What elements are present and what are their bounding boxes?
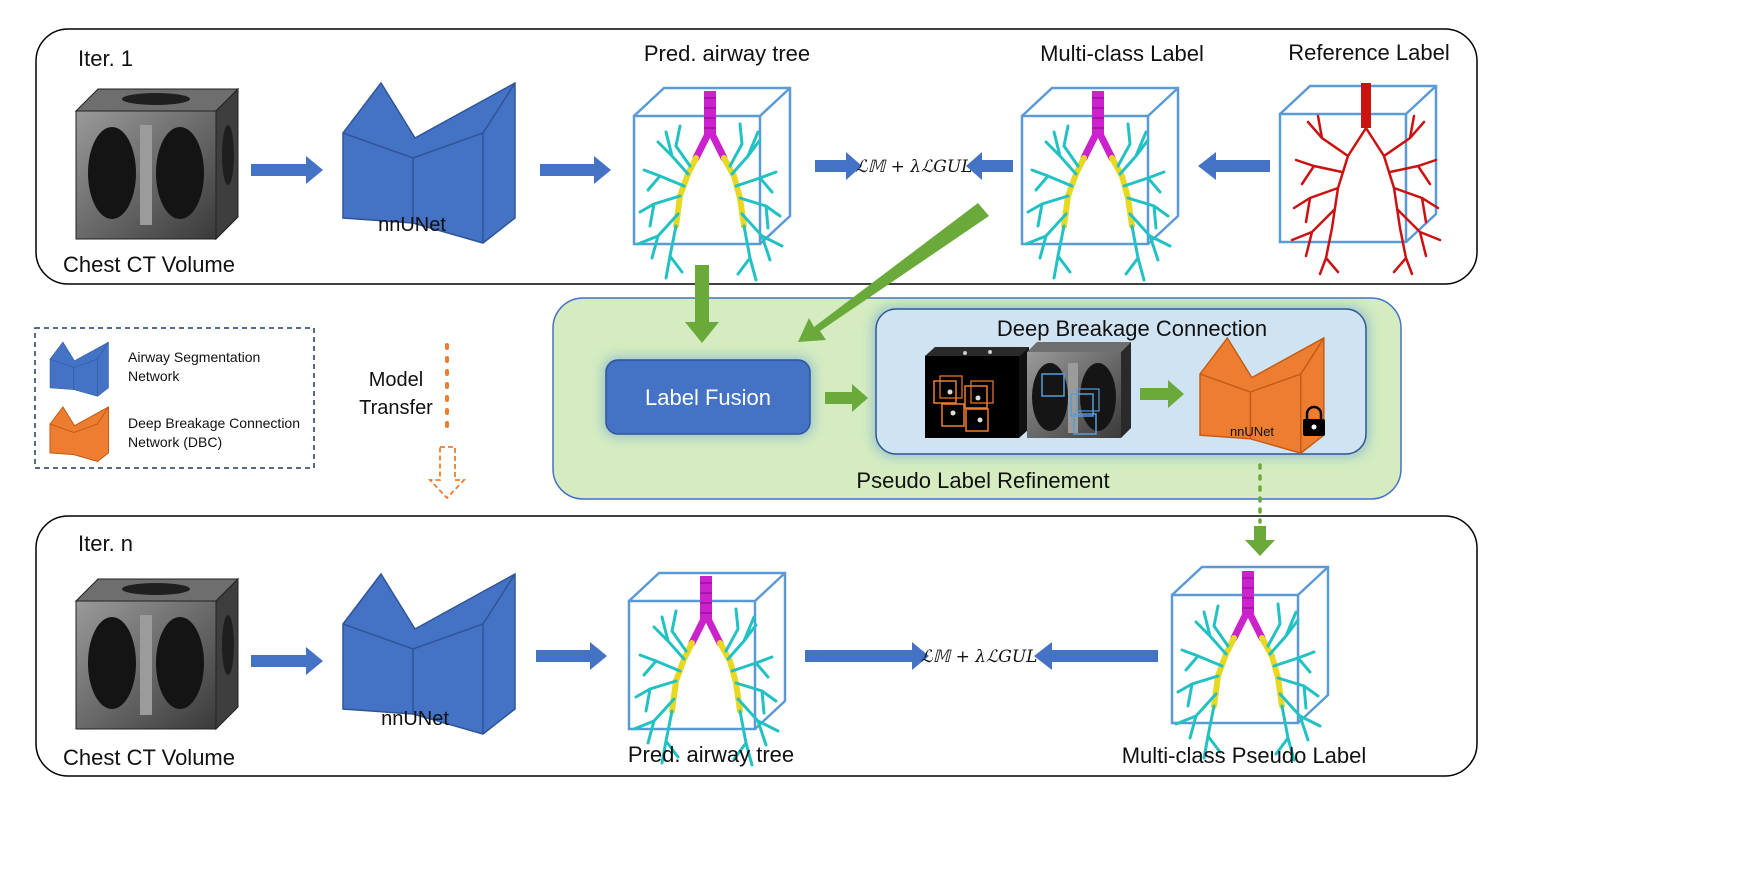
arrow-multiclass-to-loss (966, 152, 1013, 180)
arrow-fusion-to-dbc (825, 384, 868, 412)
iter1-title: Iter. 1 (78, 46, 133, 71)
lock-icon (1303, 405, 1325, 436)
itern-pred-label: Pred. airway tree (628, 742, 794, 767)
arrow-pred-to-fusion (685, 265, 719, 343)
arrow-patches-to-dbc-net (1140, 380, 1184, 408)
iter1-loss-formula: ℒ𝕄 + λℒGUL (856, 157, 973, 177)
itern-net-label: nnUNet (381, 708, 449, 730)
iter1-net-label: nnUNet (378, 214, 446, 236)
arrow-net-to-pred (540, 156, 611, 184)
legend-dbc-line2: Network (DBC) (128, 434, 222, 450)
label-fusion-box[interactable] (605, 359, 811, 435)
model-transfer-line1: Model (369, 369, 423, 391)
itern-input-label: Chest CT Volume (63, 745, 235, 770)
arrow-ct-to-net (251, 156, 323, 184)
dbc-title: Deep Breakage Connection (997, 316, 1267, 341)
itern-loss-formula: ℒ𝕄 + λℒGUL (921, 647, 1038, 667)
legend-airway-line2: Network (128, 368, 180, 384)
itern-title: Iter. n (78, 531, 133, 556)
label-fusion-label: Label Fusion (645, 385, 771, 410)
multiclass-pseudo-label-title: Multi-class Pseudo Label (1122, 743, 1367, 768)
dbc-patch-volume-image (925, 347, 1029, 438)
reference-label-cube (1278, 84, 1438, 244)
dbc-ct-patch-image (1027, 342, 1131, 438)
arrow-dbc-to-pseudo-label (1245, 526, 1275, 556)
legend-airway-line1: Airway Segmentation (128, 349, 260, 365)
arrow-pseudo-to-loss (1034, 642, 1158, 670)
arrow-reference-to-multiclass (1198, 152, 1270, 180)
iter1-panel (35, 28, 1478, 285)
legend-blue-net-icon (49, 341, 109, 397)
legend-orange-net-icon (49, 406, 109, 462)
iter1-input-label: Chest CT Volume (63, 252, 235, 277)
model-transfer-line2: Transfer (359, 397, 433, 419)
legend-box (34, 327, 315, 469)
iter1-pred-label: Pred. airway tree (644, 41, 810, 66)
arrow-pred-to-loss (815, 152, 862, 180)
legend-dbc-line1: Deep Breakage Connection (128, 415, 300, 431)
arrow-pred-to-loss-n (805, 642, 929, 670)
dbc-net-label: nnUNet (1230, 424, 1274, 439)
reference-label-title: Reference Label (1288, 40, 1449, 65)
model-transfer-arrow (427, 446, 467, 500)
ct-volume-image-n (75, 578, 239, 730)
arrow-multiclass-to-fusion (798, 203, 989, 342)
itern-panel (35, 515, 1478, 777)
multiclass-label-title: Multi-class Label (1040, 41, 1204, 66)
arrow-ct-to-net-n (251, 647, 323, 675)
pseudo-label-refinement-title: Pseudo Label Refinement (856, 468, 1109, 493)
arrow-net-to-pred-n (536, 642, 607, 670)
ct-volume-image (75, 88, 239, 240)
